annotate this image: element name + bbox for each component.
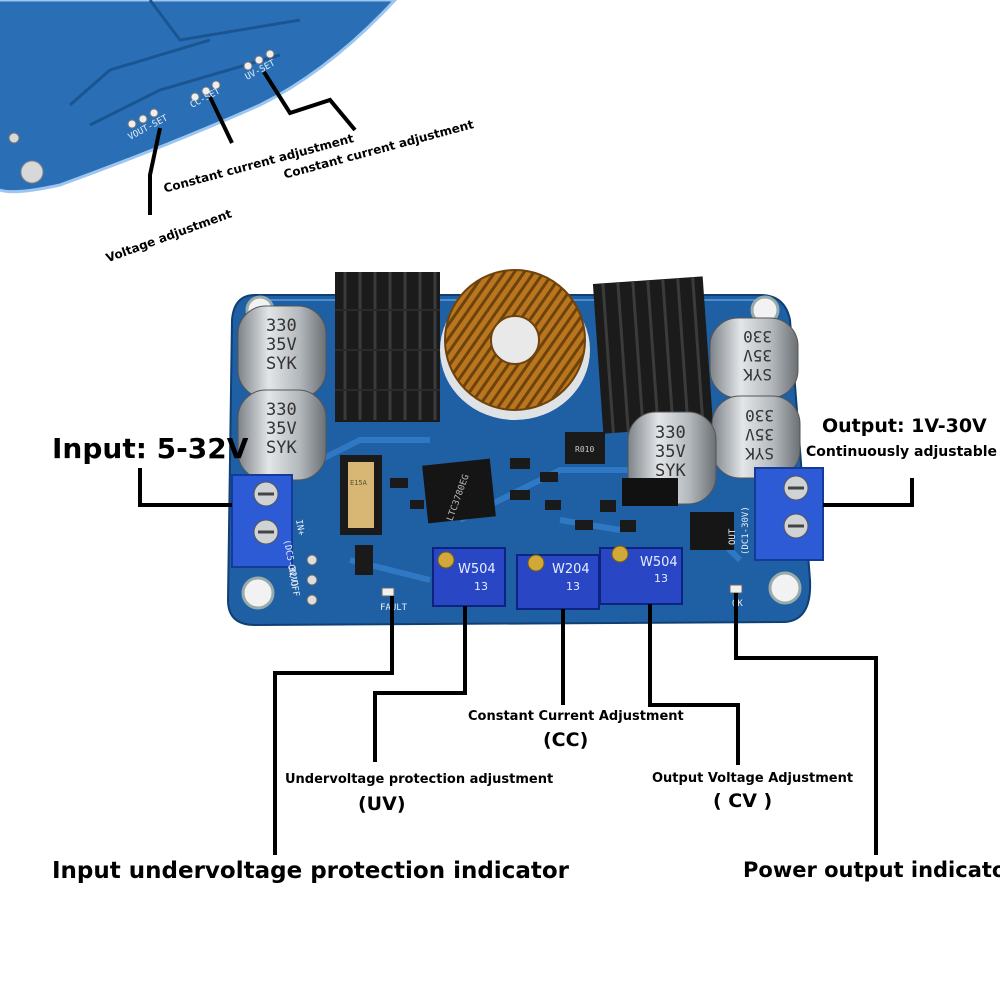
- capacitor-left-top: 330 35V SYK: [237, 305, 327, 399]
- svg-text:W504: W504: [640, 555, 678, 570]
- onoff-pins: [306, 554, 318, 606]
- svg-text:330: 330: [743, 327, 772, 346]
- svg-text:13: 13: [566, 580, 580, 593]
- leader-output: [823, 478, 914, 507]
- silk-out: OUT: [728, 528, 738, 545]
- svg-text:330: 330: [655, 423, 686, 443]
- label-cv-abbr: ( CV ): [713, 790, 773, 812]
- label-uv-indicator: Input undervoltage protection indicator: [52, 858, 569, 884]
- svg-text:SYK: SYK: [745, 444, 774, 463]
- pot-cc: W204 13: [516, 554, 600, 610]
- svg-text:W504: W504: [458, 562, 496, 577]
- label-input: Input: 5-32V: [52, 432, 249, 465]
- silk-in: IN+: [293, 519, 306, 537]
- svg-text:35V: 35V: [266, 335, 297, 355]
- toroid-inductor: [440, 269, 590, 420]
- leader-uv-adjust: [373, 606, 467, 762]
- capacitor-left-bottom: 330 35V SYK: [237, 389, 327, 481]
- label-uv-abbr: (UV): [358, 793, 406, 815]
- leader-voltage-adjust: [148, 127, 162, 215]
- svg-text:SYK: SYK: [743, 365, 772, 384]
- svg-text:35V: 35V: [743, 346, 772, 365]
- svg-text:35V: 35V: [266, 419, 297, 439]
- pot-cv: W504 13: [599, 545, 683, 605]
- output-terminal-block: [754, 467, 824, 561]
- top-detail-board: VOUT-SET CC-SET UV-SET: [0, 0, 398, 215]
- mount-hole-bl: [241, 576, 275, 610]
- top-board-traces: [69, 0, 301, 127]
- heatsink-left: [335, 272, 440, 422]
- label-cc-title: Constant Current Adjustment: [468, 709, 684, 724]
- label-output-sub: Continuously adjustable: [806, 444, 998, 460]
- label-uv-title: Undervoltage protection adjustment: [285, 772, 554, 787]
- svg-text:35V: 35V: [655, 442, 686, 462]
- fuse: E15A: [340, 455, 382, 535]
- input-terminal-block: [231, 474, 293, 568]
- leader-lines: [138, 468, 914, 855]
- label-power-indicator: Power output indicator: [743, 858, 1000, 882]
- leader-ok-indicator: [734, 593, 878, 855]
- top-via: [8, 132, 20, 144]
- pad-group-vout: [127, 108, 159, 129]
- inductor-marking: R010: [575, 445, 594, 454]
- pad-group-uv: [243, 49, 275, 71]
- leader-cc-adjust-2: [262, 70, 357, 132]
- svg-text:13: 13: [654, 572, 668, 585]
- leader-cc-adjust-1: [208, 96, 234, 144]
- leader-input: [138, 468, 232, 507]
- svg-text:13: 13: [474, 580, 488, 593]
- silk-out-range: (DC1-30V): [741, 506, 751, 555]
- top-mount-hole: [20, 160, 44, 184]
- pcb-traces: [298, 437, 743, 583]
- svg-text:SYK: SYK: [266, 354, 297, 374]
- mount-hole-br: [768, 571, 802, 605]
- svg-text:330: 330: [266, 400, 297, 420]
- label-cc-abbr: (CC): [543, 729, 589, 751]
- main-board: 330 35V SYK 330 35V SYK: [226, 269, 824, 627]
- svg-text:SYK: SYK: [266, 438, 297, 458]
- svg-text:SYK: SYK: [655, 461, 686, 481]
- smd-components: [355, 432, 734, 575]
- svg-text:330: 330: [745, 406, 774, 425]
- capacitor-right-top: SYK 35V 330: [709, 317, 799, 399]
- controller-chip: LTC3780EG: [422, 458, 496, 524]
- capacitor-right-bottom: SYK 35V 330: [711, 395, 801, 479]
- label-output: Output: 1V-30V: [822, 415, 987, 437]
- pot-uv: W504 13: [432, 547, 506, 607]
- svg-text:330: 330: [266, 316, 297, 336]
- leader-cv-adjust: [648, 604, 740, 765]
- heatsink-right: [592, 276, 714, 434]
- pad-group-cc: [190, 80, 221, 102]
- top-board-edge: [0, 0, 398, 194]
- svg-text:35V: 35V: [745, 425, 774, 444]
- label-cv-title: Output Voltage Adjustment: [652, 771, 854, 786]
- svg-text:W204: W204: [552, 562, 590, 577]
- svg-text:E15A: E15A: [350, 479, 368, 487]
- leader-fault-indicator: [273, 596, 394, 855]
